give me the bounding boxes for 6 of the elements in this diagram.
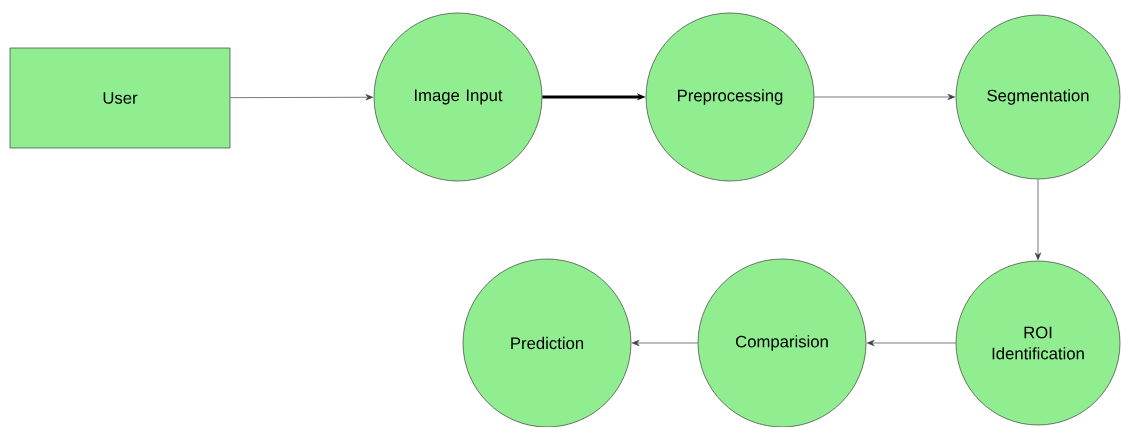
arrow bbox=[230, 94, 374, 101]
arrow bbox=[1034, 179, 1042, 261]
arrow bbox=[866, 339, 956, 347]
arrow bbox=[814, 93, 956, 101]
process-box: User bbox=[9, 47, 231, 149]
arrow bbox=[631, 339, 698, 347]
